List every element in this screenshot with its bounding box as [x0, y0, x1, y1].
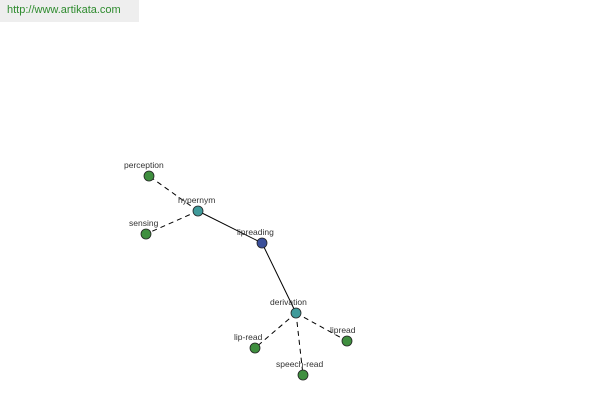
node-label-perception[interactable]: perception: [124, 160, 164, 170]
node-perception[interactable]: [143, 170, 155, 182]
edge-lipreading-derivation: [261, 242, 297, 314]
node-speech-read[interactable]: [297, 369, 309, 381]
node-lip-read[interactable]: [249, 342, 261, 354]
edge-derivation-lipread: [295, 312, 348, 342]
node-label-lipread[interactable]: lipread: [330, 325, 356, 335]
node-label-sensing[interactable]: sensing: [129, 218, 159, 228]
node-label-lip-read[interactable]: lip-read: [234, 332, 263, 342]
node-label-hypernym[interactable]: hypernym: [178, 195, 215, 205]
edge-hypernym-perception: [148, 175, 199, 212]
site-url-link[interactable]: http://www.artikata.com: [7, 4, 121, 16]
graph-edges: [145, 175, 348, 376]
edge-lipreading-hypernym: [197, 210, 263, 244]
node-hypernym[interactable]: [192, 205, 204, 217]
node-label-lipreading[interactable]: lipreading: [237, 227, 274, 237]
node-sensing[interactable]: [140, 228, 152, 240]
node-derivation[interactable]: [290, 307, 302, 319]
edge-derivation-lip-read: [254, 312, 297, 349]
node-label-speech-read[interactable]: speech-read: [276, 359, 324, 369]
edge-derivation-speech-read: [295, 312, 304, 376]
node-lipreading[interactable]: [256, 237, 268, 249]
edge-hypernym-sensing: [145, 210, 199, 235]
node-lipread[interactable]: [341, 335, 353, 347]
node-label-derivation[interactable]: derivation: [270, 297, 307, 307]
graph-nodes: lipreading hypernym derivation perception se…: [124, 160, 356, 381]
url-banner: http://www.artikata.com: [0, 0, 139, 22]
